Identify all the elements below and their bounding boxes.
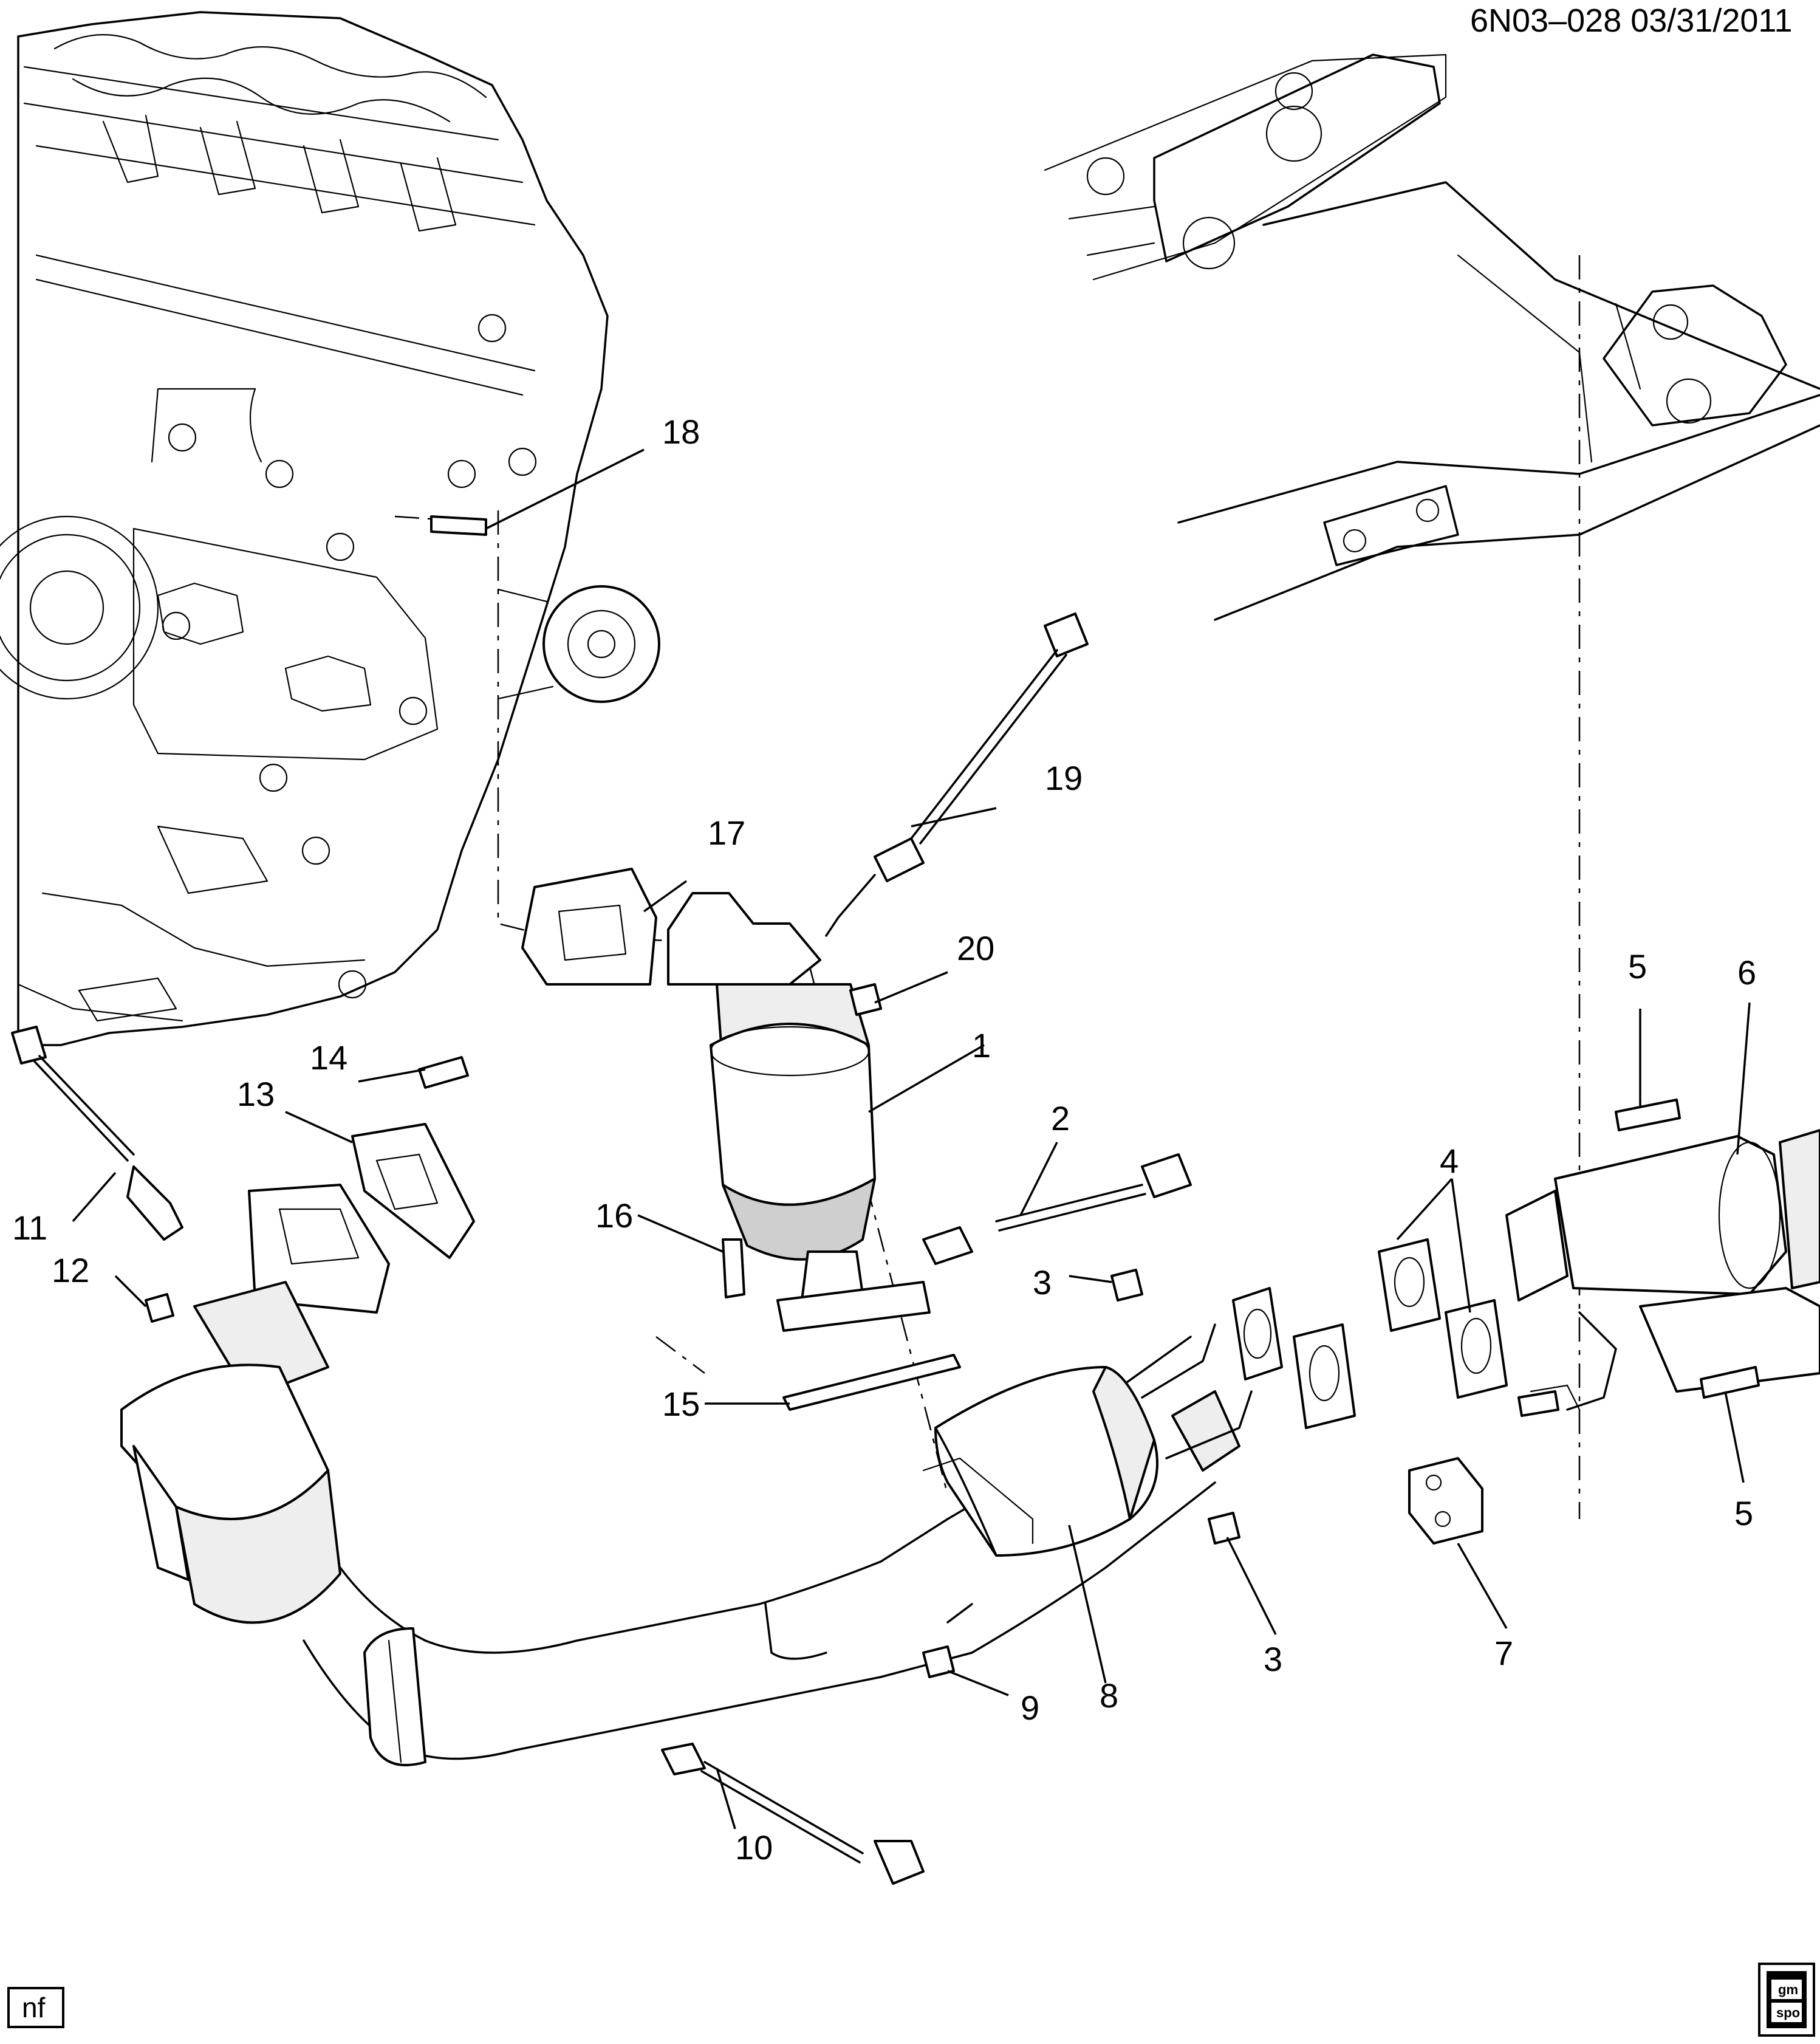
gm-spo-logo: gm spo xyxy=(1758,1963,1815,2037)
callout-7: 7 xyxy=(1494,1634,1513,1672)
stud-14 xyxy=(418,1056,469,1089)
svg-text:gm: gm xyxy=(1778,1982,1798,1997)
rear-muffler xyxy=(1505,1129,1820,1411)
oxygen-sensor-2 xyxy=(922,1153,1192,1265)
svg-text:spo: spo xyxy=(1776,2005,1800,2020)
engine-cradle xyxy=(1044,53,1820,621)
nut-9 xyxy=(922,1645,955,1678)
callout-1: 1 xyxy=(972,1026,991,1065)
callout-10: 10 xyxy=(735,1828,773,1867)
callout-labels: 18 19 17 20 1 2 14 13 11 12 16 15 3 4 5 … xyxy=(12,413,1756,1867)
callout-9: 9 xyxy=(1021,1689,1039,1727)
pipe-flange-gaskets xyxy=(1232,1238,1508,1429)
flange-gasket xyxy=(782,1354,961,1411)
engine-assembly xyxy=(0,11,660,1046)
callout-2: 2 xyxy=(1051,1099,1070,1137)
rear-catalytic-converter xyxy=(120,1184,390,1624)
oxygen-sensor-10 xyxy=(661,1743,925,1885)
callout-5-lower: 5 xyxy=(1734,1494,1753,1532)
callout-4: 4 xyxy=(1440,1142,1459,1180)
manifold-gasket-rear xyxy=(521,868,657,986)
corner-tag-text: nf xyxy=(22,1992,46,2023)
callout-15: 15 xyxy=(662,1385,700,1423)
callout-16: 16 xyxy=(595,1196,633,1235)
callout-19: 19 xyxy=(1045,759,1083,797)
callout-17: 17 xyxy=(708,814,745,852)
bolt-5-upper xyxy=(1615,1099,1681,1131)
callout-5-upper: 5 xyxy=(1628,947,1647,986)
oxygen-sensor-19 xyxy=(825,612,1089,937)
callout-3-lower: 3 xyxy=(1264,1640,1282,1678)
nut-12 xyxy=(145,1293,174,1323)
callout-14: 14 xyxy=(310,1038,347,1077)
stud-18 xyxy=(430,515,487,536)
callout-13: 13 xyxy=(237,1075,275,1113)
bolt-5-lower xyxy=(1700,1366,1760,1399)
nut-3-lower xyxy=(1208,1512,1240,1545)
nut-20 xyxy=(849,983,882,1016)
nut-3-upper xyxy=(1110,1269,1143,1302)
leader-lines xyxy=(72,448,1751,1830)
alignment-lines xyxy=(394,255,1581,1519)
callout-18: 18 xyxy=(662,413,700,451)
fasteners xyxy=(145,515,1760,1678)
manifold-gasket-front xyxy=(351,1123,475,1259)
front-catalytic-converter xyxy=(667,892,931,1332)
bolt-5-mid xyxy=(1517,1390,1559,1417)
callout-8: 8 xyxy=(1100,1676,1118,1715)
drawing-reference: 6N03–028 03/31/2011 xyxy=(1470,2,1792,39)
exhaust-pipe-assembly xyxy=(303,1323,1253,1766)
callout-20: 20 xyxy=(957,929,994,967)
callout-12: 12 xyxy=(52,1251,89,1289)
callout-3-upper: 3 xyxy=(1033,1263,1052,1302)
bolt-16 xyxy=(722,1238,745,1298)
callout-6: 6 xyxy=(1737,953,1756,992)
corner-tag: nf xyxy=(7,1987,64,2028)
callout-11: 11 xyxy=(12,1209,47,1247)
oxygen-sensor-11 xyxy=(11,1026,183,1241)
exhaust-hanger xyxy=(1408,1457,1483,1545)
